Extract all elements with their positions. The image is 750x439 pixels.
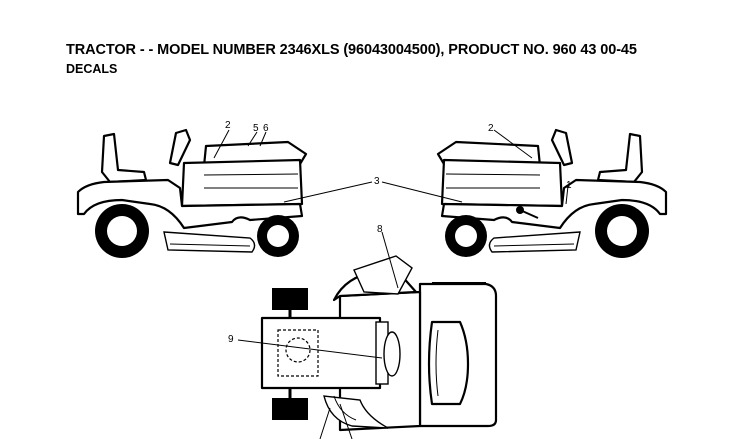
engine-outline [277,329,319,377]
front-tire-top-left [272,288,308,310]
front-tire-top-right [272,398,308,420]
callout-3: 3 [374,176,380,187]
steering-wheel-right [550,128,574,167]
hood-top [260,316,382,390]
callout-2-right: 2 [488,123,494,134]
diagram-subtitle: DECALS [66,62,118,76]
grille-top [383,331,401,377]
callout-8: 8 [377,224,383,235]
engine-cover-right [440,158,564,208]
tractor-left-side-view [76,128,308,258]
mower-deck-right [488,231,581,253]
seat-left [100,132,148,184]
tractor-right-side-view [436,128,668,258]
seat-right [596,132,644,184]
steering-wheel-left [168,128,192,167]
callout-6: 6 [263,123,269,134]
diagram-title: TRACTOR - - MODEL NUMBER 2346XLS (960430… [66,42,637,58]
engine-cover-left [180,158,304,208]
mower-deck-left [163,231,256,253]
callout-9: 9 [228,334,234,345]
leader-lines [213,129,569,439]
tractor-top-view [260,255,498,432]
callout-5: 5 [253,123,259,134]
callout-1: 1 [566,180,572,191]
chassis-left [76,178,304,230]
callout-2-left: 2 [225,120,231,131]
chassis-right [440,178,668,230]
seat-top [427,320,470,406]
